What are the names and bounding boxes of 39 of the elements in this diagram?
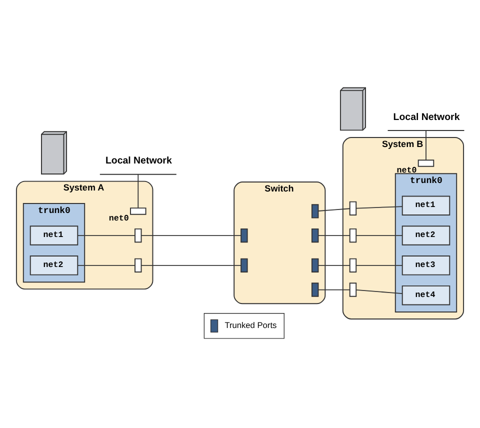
node-box: net4	[402, 284, 450, 305]
node-text: Local Network	[105, 155, 172, 166]
node-box: net3	[402, 255, 450, 275]
connector	[356, 206, 403, 208]
connector	[138, 173, 139, 208]
node-box: net2	[30, 255, 78, 275]
node-box: net1	[402, 195, 450, 215]
node-box	[349, 228, 357, 242]
node-box	[240, 228, 248, 242]
node-label: net0	[396, 164, 417, 175]
node-box	[311, 228, 319, 242]
node-box	[134, 258, 142, 272]
node-box	[311, 258, 319, 272]
connector	[140, 234, 242, 236]
node-box: net2	[402, 225, 450, 245]
connector	[77, 264, 136, 266]
legend-label: Trunked Ports	[224, 320, 277, 330]
node-box	[418, 159, 434, 166]
connector	[318, 234, 350, 236]
node-box	[349, 200, 357, 215]
node-label: net0	[108, 212, 129, 223]
connector	[356, 264, 403, 266]
connector	[318, 288, 350, 290]
node-box	[134, 228, 142, 242]
connector	[77, 234, 136, 236]
node-box: net1	[30, 225, 78, 245]
node-box	[130, 207, 146, 214]
cluster: Switch	[234, 181, 326, 304]
node-box	[349, 258, 357, 272]
connector	[140, 264, 242, 266]
connector	[318, 264, 350, 266]
node-box	[311, 282, 319, 296]
connector	[356, 234, 403, 236]
node-box	[240, 258, 248, 272]
node-box	[349, 282, 357, 296]
node-text: Local Network	[393, 111, 460, 122]
node-box	[311, 204, 319, 218]
connector	[318, 208, 350, 211]
connector	[356, 289, 403, 294]
